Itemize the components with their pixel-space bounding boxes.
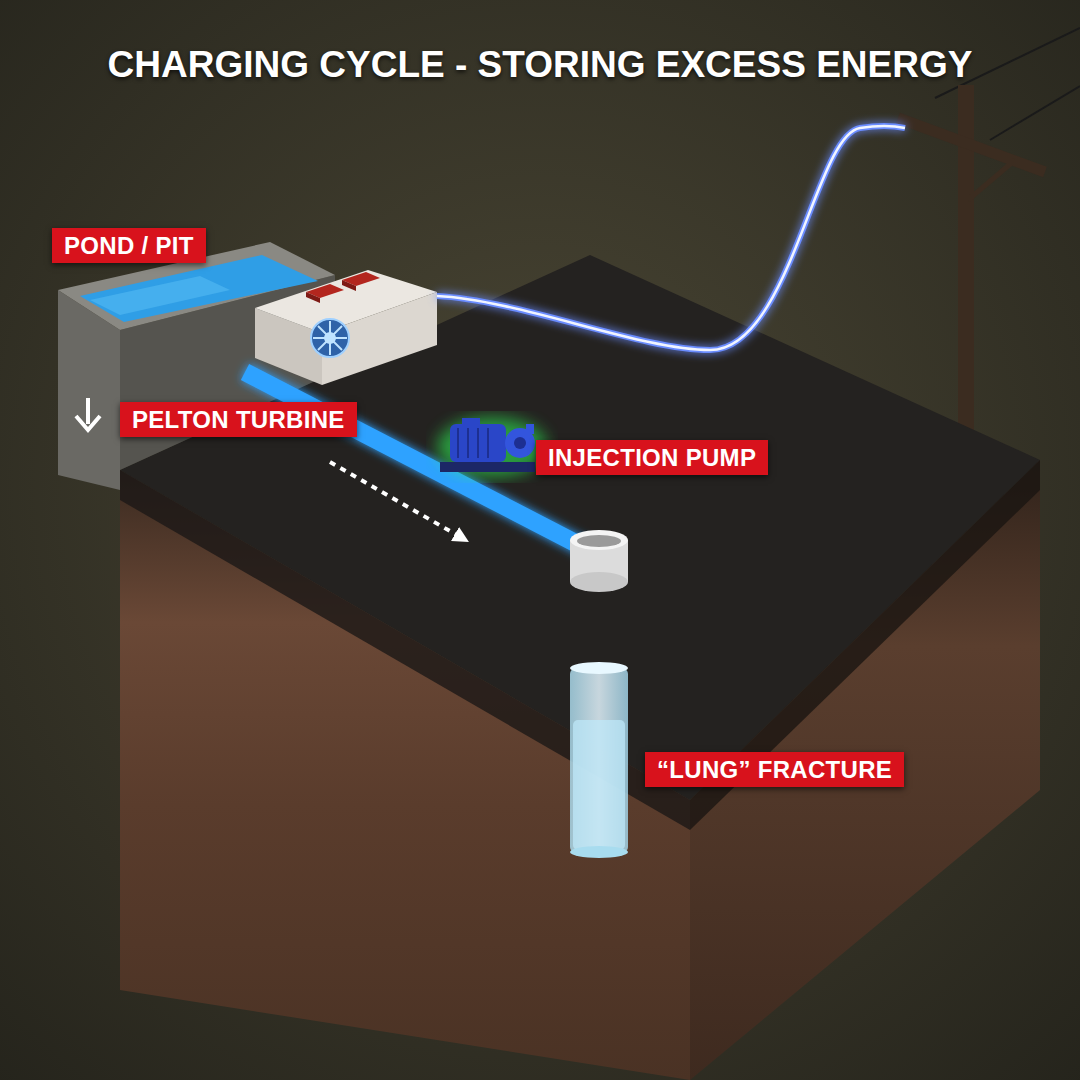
label-box: INJECTION PUMP [536,440,768,475]
injection-pump [437,417,547,477]
label-box: “LUNG” FRACTURE [645,752,904,787]
flow-arrow [330,462,462,538]
turbine-house [255,270,437,385]
title: CHARGING CYCLE - STORING EXCESS ENERGY [0,44,1080,86]
label-text: PELTON TURBINE [132,405,345,435]
pelton-wheel-icon [311,319,349,357]
down-arrow [76,398,100,430]
label-box: POND / PIT [52,228,206,263]
label-box: PELTON TURBINE [120,402,357,437]
power-cable-glow [437,126,905,350]
wellhead-pipe [570,530,628,592]
label-text: “LUNG” FRACTURE [657,755,892,785]
water-channel [245,372,585,548]
borehole-tube [570,662,628,858]
label-text: INJECTION PUMP [548,443,756,473]
label-text: POND / PIT [64,231,194,261]
pond [58,242,335,490]
power-cable [437,126,905,350]
